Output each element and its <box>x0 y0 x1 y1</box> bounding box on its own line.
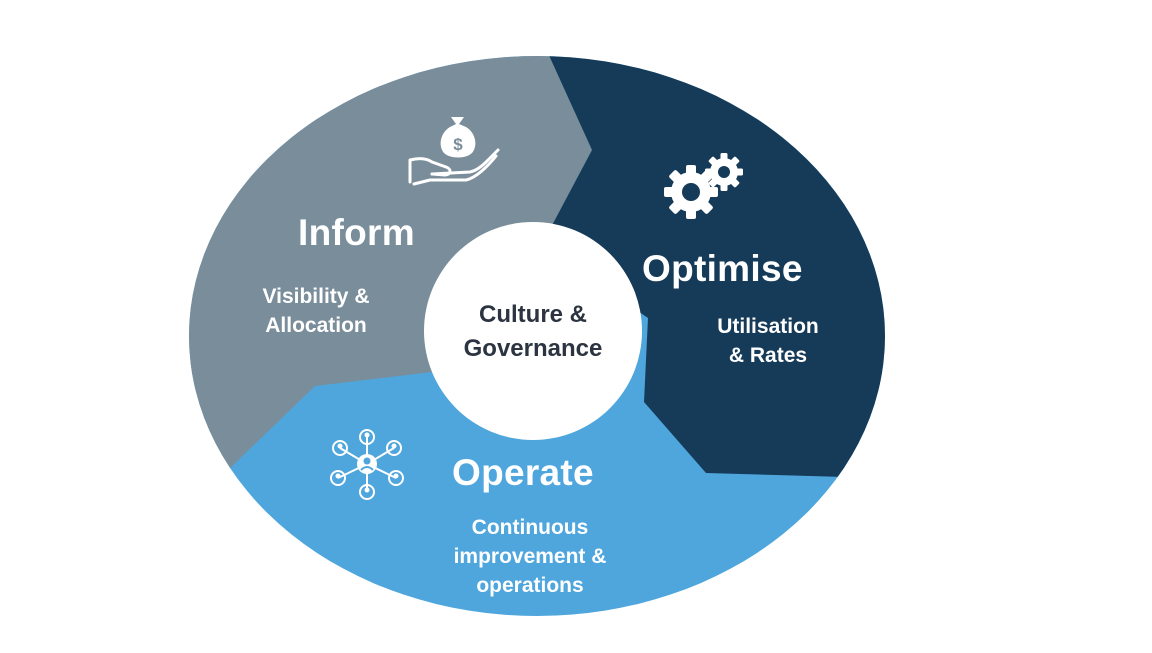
operate-subtitle-line: Continuous <box>471 516 589 539</box>
network-people-icon <box>330 429 404 500</box>
gears-icon <box>664 153 743 219</box>
optimise-subtitle-line: Utilisation <box>717 315 819 338</box>
operate-subtitle-line: improvement & <box>453 545 607 568</box>
svg-text:$: $ <box>453 135 463 154</box>
center-label-line: Governance <box>463 335 603 362</box>
inform-subtitle: Visibility & Allocation <box>230 282 402 340</box>
center-circle <box>424 222 642 440</box>
center-label: Culture & Governance <box>433 298 633 366</box>
money-bag-hand-icon: $ <box>408 117 500 186</box>
inform-subtitle-line: Visibility & <box>262 285 370 308</box>
operate-subtitle-line: operations <box>476 574 584 597</box>
optimise-title: Optimise <box>642 248 803 289</box>
center-label-line: Culture & <box>479 301 587 328</box>
optimise-subtitle-line: & Rates <box>728 344 808 367</box>
inform-subtitle-line: Allocation <box>265 314 367 337</box>
optimise-subtitle: Utilisation & Rates <box>682 312 854 370</box>
operate-subtitle: Continuous improvement & operations <box>420 513 640 600</box>
operate-title: Operate <box>452 452 594 493</box>
inform-title: Inform <box>298 212 415 253</box>
